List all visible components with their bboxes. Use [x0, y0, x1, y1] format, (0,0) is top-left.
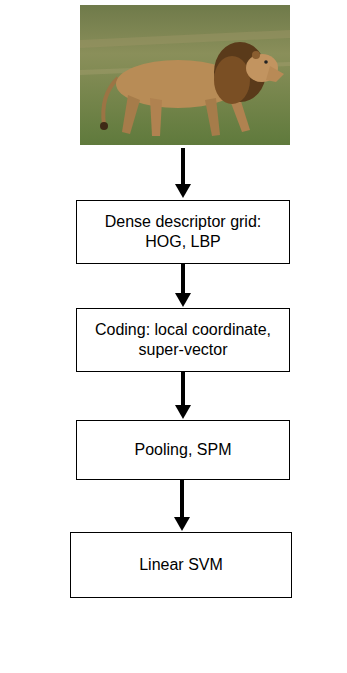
flow-arrow — [175, 264, 191, 307]
box-label: Pooling, SPM — [135, 440, 232, 460]
box-label: Dense descriptor grid: HOG, LBP — [85, 212, 281, 252]
box-label: Coding: local coordinate, super-vector — [85, 320, 281, 360]
descriptor-box: Dense descriptor grid: HOG, LBP — [76, 200, 290, 264]
lion-photo — [0, 0, 347, 200]
coding-box: Coding: local coordinate, super-vector — [76, 308, 290, 372]
flow-arrow — [175, 372, 191, 419]
pooling-box: Pooling, SPM — [76, 420, 290, 480]
box-label: Linear SVM — [139, 555, 223, 575]
classifier-box: Linear SVM — [70, 532, 292, 598]
flow-arrow — [174, 480, 190, 531]
